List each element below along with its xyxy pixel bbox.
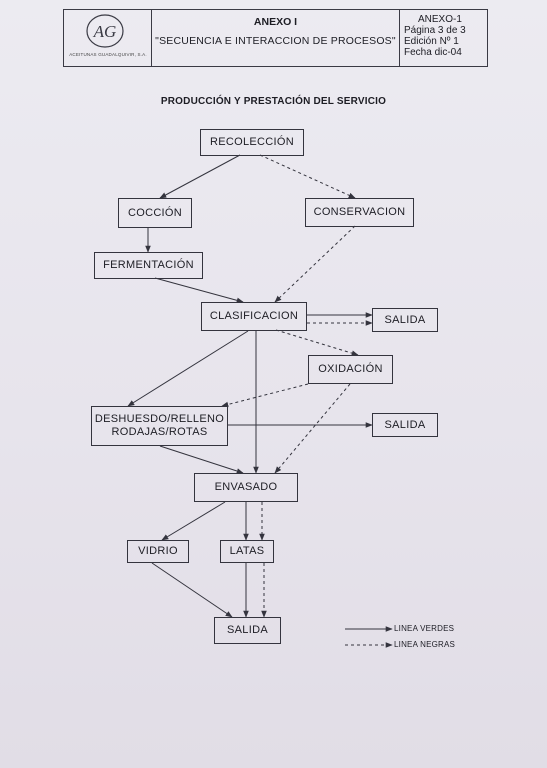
edition: Edición Nº 1 [404, 36, 459, 47]
legend-dashed-label: LINEA NEGRAS [394, 640, 456, 649]
arrow-oxidacion-deshuesado [221, 383, 309, 408]
node-salida-3: SALIDA [214, 617, 281, 644]
node-recoleccion: RECOLECCIÓN [200, 129, 304, 156]
node-envasado: ENVASADO [194, 473, 298, 502]
arrow-fermentacion-clasificacion [154, 277, 244, 304]
logo-cell: AG ACEITUNAS GUADALQUIVIR, S.A. [64, 10, 152, 66]
document-info-cell: ANEXO-1 Página 3 de 3 Edición Nº 1 Fecha… [400, 10, 489, 66]
node-deshuesado-line1: DESHUESDO/RELLENO [94, 413, 225, 425]
arrow-conservacion-clasificacion [274, 225, 356, 303]
node-latas: LATAS [220, 540, 274, 563]
node-conservacion: CONSERVACION [305, 198, 414, 227]
arrow-envasado-vidrio [161, 501, 226, 541]
logo-caption: ACEITUNAS GUADALQUIVIR, S.A. [69, 52, 147, 57]
arrow-oxidacion-envasado [274, 383, 351, 474]
annex-ref: ANEXO-1 [418, 14, 462, 25]
annex-label: ANEXO I [253, 16, 298, 28]
document-title: "SECUENCIA E INTERACCION DE PROCESOS" [155, 35, 396, 47]
arrow-deshuesado-envasado [159, 445, 244, 474]
node-salida-2: SALIDA [372, 413, 438, 437]
section-title: PRODUCCIÓN Y PRESTACIÓN DEL SERVICIO [160, 96, 387, 107]
arrow-vidrio-salida [151, 562, 233, 618]
title-cell: ANEXO I "SECUENCIA E INTERACCION DE PROC… [152, 10, 400, 66]
document-header: AG ACEITUNAS GUADALQUIVIR, S.A. ANEXO I … [63, 9, 488, 67]
node-oxidacion: OXIDACIÓN [308, 355, 393, 384]
arrow-clasificacion-oxidacion [275, 329, 359, 356]
node-fermentacion: FERMENTACIÓN [94, 252, 203, 279]
page-number: Página 3 de 3 [404, 25, 466, 36]
company-logo: AG [86, 14, 124, 48]
arrow-recoleccion-conservacion [259, 154, 356, 199]
node-clasificacion: CLASIFICACION [201, 302, 307, 331]
legend-solid-label: LINEA VERDES [394, 624, 455, 633]
svg-text:AG: AG [93, 22, 117, 41]
node-salida-1: SALIDA [372, 308, 438, 332]
node-deshuesado: DESHUESDO/RELLENO RODAJAS/ROTAS [91, 406, 228, 446]
arrow-recoleccion-coccion [159, 154, 241, 199]
arrow-clasificacion-deshuesado [127, 330, 249, 407]
node-vidrio: VIDRIO [127, 540, 189, 563]
date: Fecha dic-04 [404, 47, 462, 58]
node-deshuesado-line2: RODAJAS/ROTAS [111, 426, 208, 438]
node-coccion: COCCIÓN [118, 198, 192, 228]
